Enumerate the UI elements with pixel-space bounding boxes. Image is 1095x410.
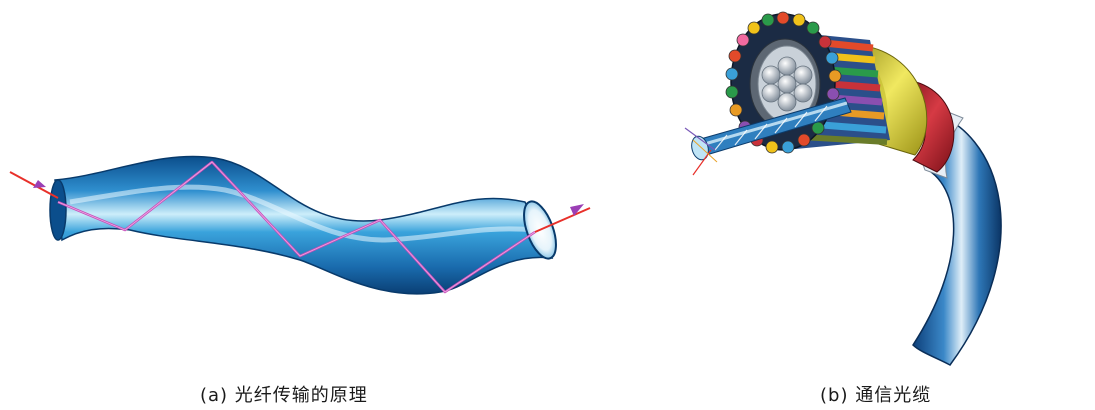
outgoing-ray bbox=[534, 207, 591, 233]
incident-arrow bbox=[33, 180, 46, 188]
optical-cable-illustration bbox=[675, 0, 1005, 370]
single-optical-fiber bbox=[684, 97, 852, 176]
fiber-body bbox=[54, 155, 554, 295]
fiber-left-end bbox=[49, 179, 67, 241]
central-strength-member bbox=[761, 56, 813, 112]
caption-optical-cable: (b) 通信光缆 bbox=[820, 385, 932, 406]
incident-ray bbox=[9, 171, 59, 199]
outgoing-arrow bbox=[570, 204, 584, 216]
caption-fiber-principle: (a) 光纤传输的原理 bbox=[200, 385, 368, 406]
fiber-transmission-illustration bbox=[0, 80, 600, 330]
